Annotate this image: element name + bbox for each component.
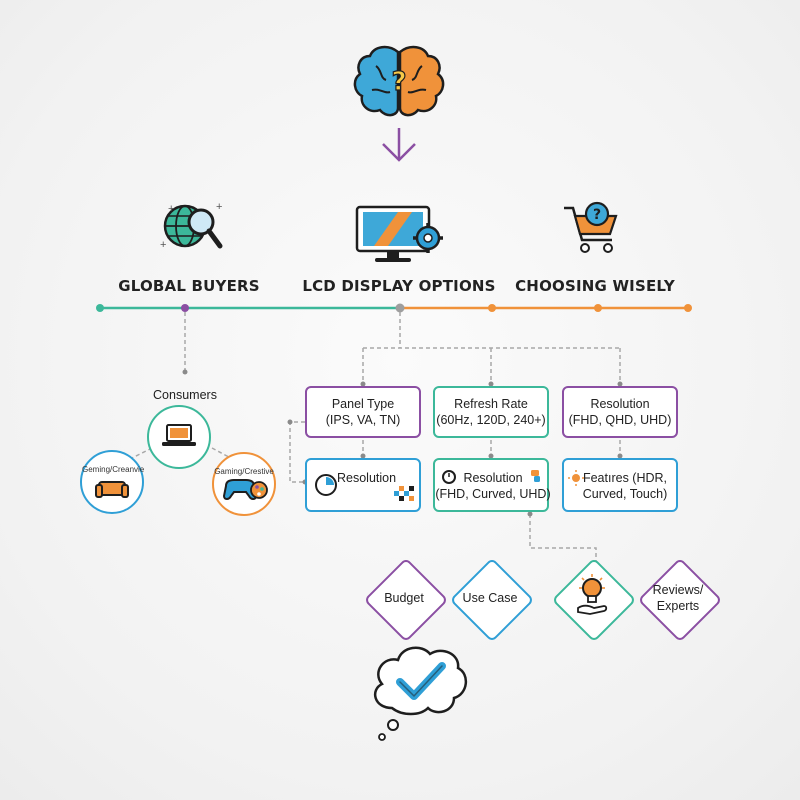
column-title-global-buyers: GLOBAL BUYERS bbox=[118, 277, 260, 295]
svg-text:+: + bbox=[168, 203, 174, 215]
refresh-rate-box: Refresh Rate (60Hz, 120D, 240+) bbox=[433, 386, 549, 438]
svg-text:?: ? bbox=[593, 207, 601, 223]
features-label: Featıres (HDR, Curved, Touch) bbox=[582, 471, 668, 501]
gear-small-icon bbox=[442, 470, 540, 484]
features-box: Featıres (HDR, Curved, Touch) bbox=[562, 458, 678, 512]
cart-question-icon: ? bbox=[564, 201, 618, 253]
brain-question-icon: ? bbox=[353, 45, 445, 117]
use-case-label: Use Case bbox=[462, 591, 518, 605]
resolution-left-label: Resolution bbox=[337, 471, 397, 485]
gamepad-palette-icon bbox=[222, 479, 268, 500]
resolution-box-top: Resolution (FHD, QHD, UHD) bbox=[562, 386, 678, 438]
reviews-label: Reviews/ Experts bbox=[652, 583, 704, 613]
dashed-connectors bbox=[117, 312, 621, 565]
svg-text:?: ? bbox=[391, 67, 406, 97]
laptop-icon bbox=[162, 424, 196, 446]
consumer-right-label: Gaming/Crestive bbox=[214, 467, 274, 476]
sofa-icon bbox=[95, 481, 129, 498]
panel-type-box: Panel Type (IPS, VA, TN) bbox=[305, 386, 421, 438]
down-arrow-icon bbox=[382, 128, 416, 162]
column-title-lcd-display-options: LCD DISPLAY OPTIONS bbox=[302, 277, 496, 295]
globe-search-icon: + + + bbox=[160, 201, 223, 251]
consumer-right-circle: Gaming/Crestive bbox=[212, 452, 276, 516]
consumer-left-label: Geming/Creanvie bbox=[82, 465, 145, 474]
sun-icon bbox=[568, 470, 584, 486]
monitor-gear-icon bbox=[355, 205, 443, 262]
pixels-icon bbox=[394, 486, 414, 501]
consumers-label: Consumers bbox=[153, 388, 217, 402]
resolution-center-label: Resolution (FHD, Curved, UHD) bbox=[435, 471, 551, 501]
budget-label: Budget bbox=[384, 591, 424, 605]
consumer-laptop-circle bbox=[147, 405, 211, 469]
column-title-choosing-wisely: CHOOSING WISELY bbox=[515, 277, 675, 295]
svg-text:+: + bbox=[160, 239, 166, 251]
resolution-box-center: Resolution (FHD, Curved, UHD) bbox=[433, 458, 551, 512]
timeline bbox=[96, 303, 692, 313]
svg-text:+: + bbox=[216, 201, 222, 213]
checkmark-cloud-icon bbox=[373, 646, 467, 741]
resolution-box-left: Resolution bbox=[305, 458, 421, 512]
consumer-left-circle: Geming/Creanvie bbox=[80, 450, 144, 514]
clock-icon bbox=[315, 474, 414, 501]
